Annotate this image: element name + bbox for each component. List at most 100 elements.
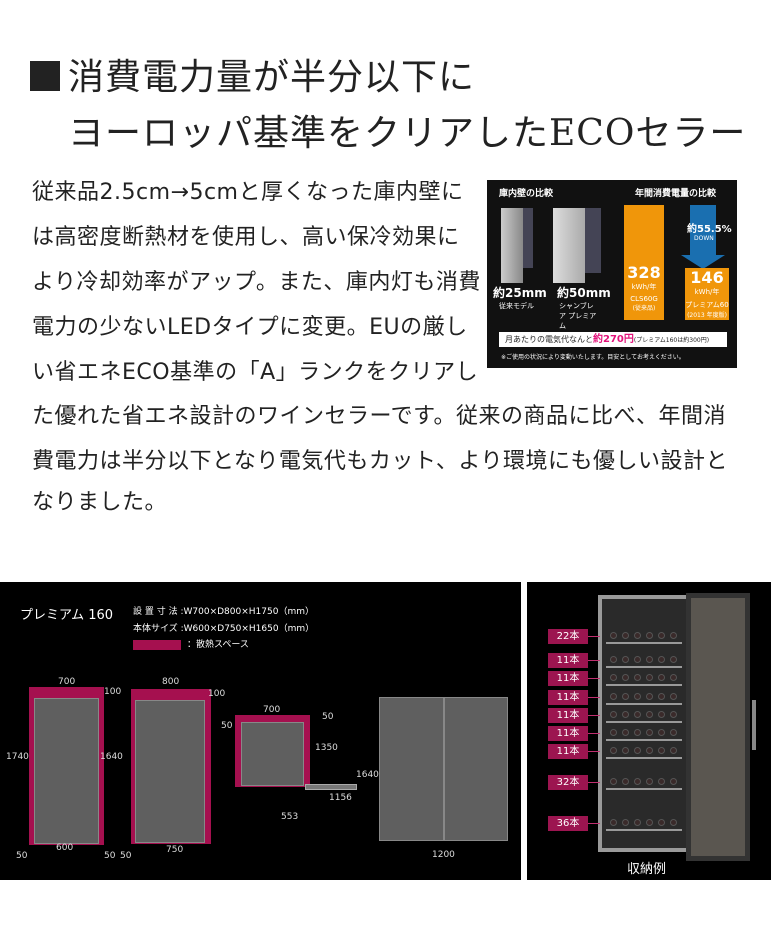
body-line: 費電力は半分以下となり電気代もカット、より環境にも優しい設計と — [32, 449, 728, 474]
new-wall-image — [553, 208, 585, 283]
down-arrow-head — [681, 255, 725, 269]
top-view-cabinet — [241, 722, 304, 786]
bottle — [634, 693, 641, 700]
new-model-note: (2013 年度版) — [687, 312, 727, 319]
old-kwh: 328 — [627, 263, 661, 282]
bottle — [634, 632, 641, 639]
bottle — [670, 747, 677, 754]
dim-front-inner-h: 1640 — [100, 752, 123, 762]
bottle — [670, 819, 677, 826]
double-cabinet-right — [444, 697, 508, 841]
bottle — [610, 632, 617, 639]
body-line: 従来品2.5cm→5cmと厚くなった庫内壁に — [32, 180, 464, 205]
arrow-icon — [588, 636, 600, 637]
shelf — [606, 642, 682, 644]
down-arrow-icon — [690, 205, 716, 255]
wall-title: 庫内壁の比較 — [499, 189, 554, 199]
dim-side-d: 800 — [162, 677, 180, 687]
bottle — [646, 819, 653, 826]
body-label: 本体サイズ — [133, 624, 178, 634]
storage-count-label: 11本 — [548, 726, 588, 741]
bottle — [622, 674, 629, 681]
shelf — [606, 829, 682, 831]
dim-top-left: 50 — [221, 721, 233, 731]
double-cabinet-left — [379, 697, 444, 841]
dim-front-w: 700 — [58, 677, 76, 687]
dim-side-top: 100 — [208, 689, 226, 699]
new-model: プレミアム60 — [685, 301, 729, 309]
bottle — [658, 632, 665, 639]
dim-top-w: 700 — [263, 705, 281, 715]
arrow-icon — [588, 697, 600, 698]
arrow-icon — [588, 715, 600, 716]
door-handle — [752, 700, 756, 750]
bottle — [622, 729, 629, 736]
front-view-cabinet — [34, 698, 99, 844]
disclaimer: ※ご使用の状況により変動いたします。目安としてお考えください。 — [501, 354, 685, 361]
storage-count-label: 11本 — [548, 690, 588, 705]
down-label: DOWN — [694, 235, 714, 242]
bottle — [646, 778, 653, 785]
bottle — [670, 778, 677, 785]
bottle — [646, 632, 653, 639]
shelf — [606, 739, 682, 741]
body-line: 電力の少ないLEDタイプに変更。EUの厳し — [32, 315, 468, 340]
bottle — [646, 656, 653, 663]
new-unit: kWh/年 — [694, 288, 720, 296]
bottle — [658, 656, 665, 663]
dim-double-w: 1200 — [432, 850, 455, 860]
bottle — [634, 656, 641, 663]
arrow-icon — [588, 782, 600, 783]
model-name: プレミアム 160 — [20, 608, 114, 623]
bottle — [658, 747, 665, 754]
bottle — [658, 778, 665, 785]
bottle — [658, 674, 665, 681]
storage-count-label: 32本 — [548, 775, 588, 790]
shelf — [606, 684, 682, 686]
body-line: い省エネECO基準の「A」ランクをクリアし — [32, 360, 479, 385]
heading-line-2: ヨーロッパ基準をクリアしたECOセラー — [68, 113, 747, 154]
bottle — [670, 711, 677, 718]
install-label: 設 置 寸 法 — [133, 607, 178, 617]
bottle — [670, 656, 677, 663]
storage-caption: 収納例 — [627, 862, 667, 877]
storage-count-label: 11本 — [548, 671, 588, 686]
bottle — [658, 819, 665, 826]
bottle — [670, 729, 677, 736]
bottle — [622, 778, 629, 785]
body-line: た優れた省エネ設計のワインセラーです。従来の商品に比べ、年間消 — [32, 404, 726, 429]
new-label: シャンブレア プレミアム — [559, 302, 597, 330]
dim-front-top: 100 — [104, 687, 122, 697]
bottle — [622, 711, 629, 718]
dim-top-h: 1350 — [315, 743, 338, 753]
shelf — [606, 721, 682, 723]
storage-count-label: 22本 — [548, 629, 588, 644]
old-unit: kWh/年 — [631, 283, 657, 291]
shelf — [606, 703, 682, 705]
bottle — [646, 711, 653, 718]
dim-top-right: 50 — [322, 712, 334, 722]
bottle — [646, 674, 653, 681]
arrow-icon — [588, 823, 600, 824]
heading-text: 消費電力量が半分以下に — [68, 57, 476, 98]
old-model-note: (従来品) — [632, 305, 656, 312]
bottle — [610, 819, 617, 826]
shelf — [606, 666, 682, 668]
storage-count-label: 36本 — [548, 816, 588, 831]
dim-gap: 50 — [104, 851, 116, 861]
arrow-icon — [588, 660, 600, 661]
bottle — [622, 747, 629, 754]
bottle — [634, 674, 641, 681]
bottle — [658, 693, 665, 700]
bottle — [634, 729, 641, 736]
storage-count-label: 11本 — [548, 744, 588, 759]
old-wall-shadow — [523, 208, 533, 268]
bottle — [670, 674, 677, 681]
install-value: :W700×D800×H1750（mm） — [180, 607, 314, 617]
storage-count-label: 11本 — [548, 653, 588, 668]
bottle — [670, 632, 677, 639]
new-power-bar: 146 kWh/年 プレミアム60 (2013 年度版) — [685, 268, 729, 320]
bottle — [634, 747, 641, 754]
shelf — [606, 788, 682, 790]
dim-front-h: 1740 — [6, 752, 29, 762]
